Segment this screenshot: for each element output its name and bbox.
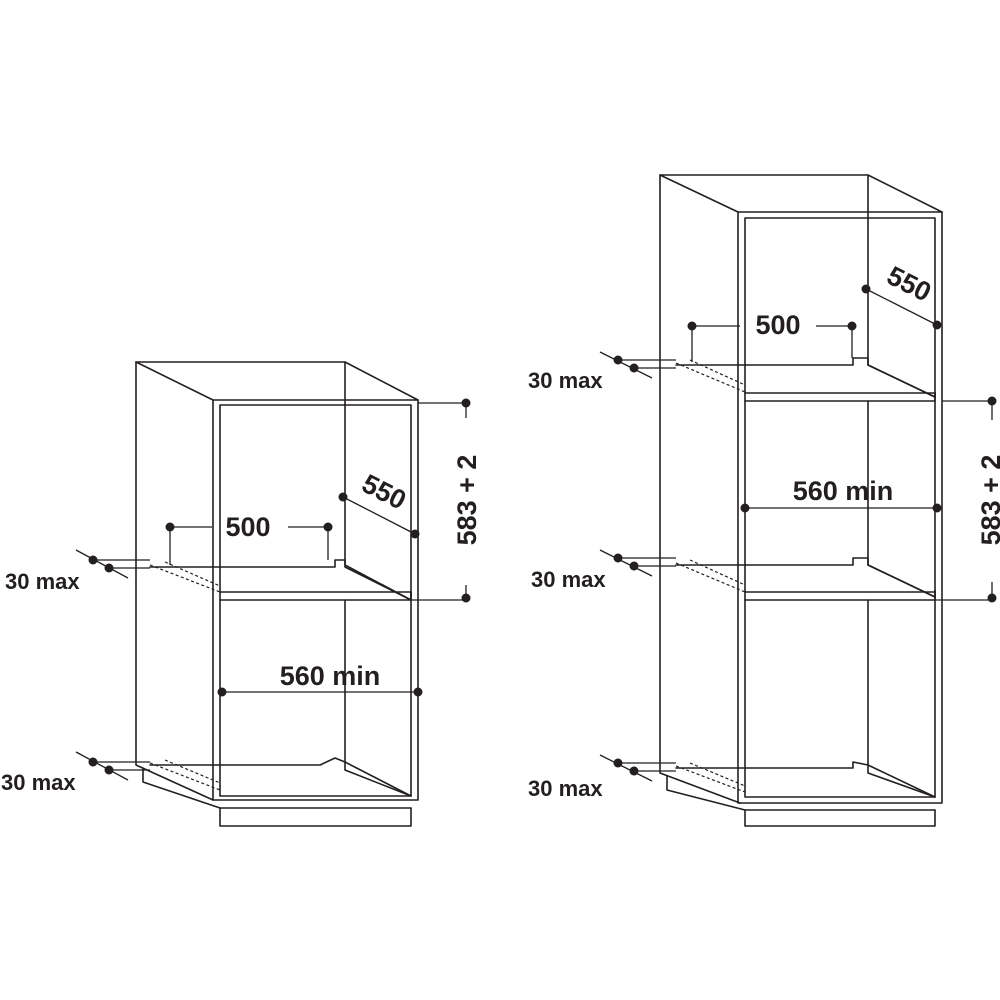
left-width-dimension: 500 (165, 512, 333, 565)
right-plinth (666, 775, 936, 827)
right-width-dimension: 500 (687, 310, 857, 362)
right-depth-dimension: 550 (861, 260, 942, 330)
left-clearance-lower: 30 max (1, 751, 150, 795)
right-width-label: 500 (755, 310, 800, 340)
left-plinth (142, 767, 412, 827)
left-width-label: 500 (225, 512, 270, 542)
right-depth-label: 550 (882, 260, 936, 307)
right-height-label: 583 + 2 (976, 455, 1000, 546)
left-cabinet: 500 550 560 min 583 + 2 30 m (1, 361, 482, 827)
left-height-label: 583 + 2 (452, 455, 482, 546)
right-top-shelf (675, 357, 936, 402)
left-clearance-upper-label: 30 max (5, 569, 80, 594)
right-clearance-middle: 30 max (531, 549, 676, 592)
left-height-dimension: 583 + 2 (411, 398, 482, 603)
left-inner-width-label: 560 min (280, 661, 381, 691)
right-clearance-upper: 30 max (528, 351, 676, 393)
right-cabinet: 500 550 560 min 583 + 2 30 m (528, 174, 1000, 827)
right-clearance-lower: 30 max (528, 754, 676, 801)
left-clearance-upper: 30 max (5, 549, 150, 594)
right-oven-shelf (675, 400, 936, 601)
left-depth-dimension: 550 (338, 468, 420, 539)
right-inner-width-dimension: 560 min (740, 476, 942, 513)
right-bottom-shelf (675, 599, 936, 798)
left-oven-shelf (149, 559, 412, 601)
left-inner-width-dimension: 560 min (217, 661, 423, 697)
left-clearance-lower-label: 30 max (1, 770, 76, 795)
right-clearance-middle-label: 30 max (531, 567, 606, 592)
left-bottom-shelf (149, 599, 412, 797)
right-clearance-upper-label: 30 max (528, 368, 603, 393)
left-cabinet-carcass (135, 361, 419, 801)
right-clearance-lower-label: 30 max (528, 776, 603, 801)
right-height-dimension: 583 + 2 (935, 396, 1000, 603)
right-inner-width-label: 560 min (793, 476, 894, 506)
